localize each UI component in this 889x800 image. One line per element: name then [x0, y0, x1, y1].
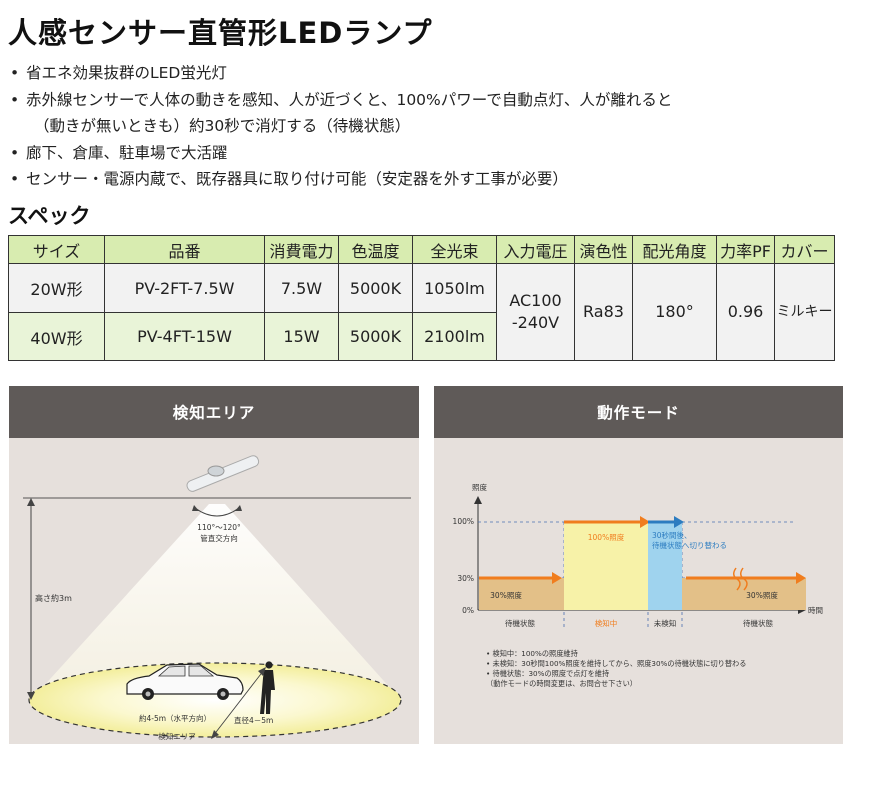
note-line: • 待機状態：30%の照度で点灯を維持 — [486, 669, 609, 678]
detection-diagram: 110°～120° 管直交方向 高さ約3m 約4-5m（水平方向） 直径4－5m… — [23, 455, 411, 741]
feature-text: 省エネ効果抜群のLED蛍光灯 — [26, 64, 227, 82]
mode-panel-title: 動作モード — [434, 386, 843, 438]
standby-block — [682, 578, 806, 610]
undetected-block — [648, 522, 682, 610]
header-cell: サイズ — [8, 235, 105, 264]
tick-label: 100% — [453, 517, 474, 526]
angle-arc — [194, 507, 240, 517]
feature-item: センサー・電源内蔵で、既存器具に取り付け可能（安定器を外す工事が必要） — [10, 166, 672, 193]
state-label: 待機状態 — [743, 618, 773, 628]
diameter-label: 直径4－5m — [234, 715, 273, 725]
voltage-cell: AC100 -240V — [496, 263, 575, 361]
operation-mode-chart: 照度 時間 100% 30% 0% 30%照度 100%照度 30秒間後、 待機… — [453, 482, 823, 688]
spec-heading: スペック — [8, 204, 91, 228]
voltage-line: -240V — [511, 313, 560, 332]
state-label: 未検知 — [654, 618, 677, 628]
detection-cone — [31, 504, 401, 700]
lumens-cell: 2100lm — [412, 312, 497, 361]
table-row: 40W形 PV-4FT-15W 15W 5000K 2100lm — [8, 312, 835, 361]
segment-label: 30%照度 — [490, 590, 522, 600]
spec-table: サイズ 品番 消費電力 色温度 全光束 入力電圧 演色性 配光角度 力率PF カ… — [8, 235, 835, 361]
cover-cell: ミルキー — [774, 263, 835, 361]
standby-block — [479, 578, 564, 610]
break-mark — [740, 567, 748, 591]
detection-panel-title: 検知エリア — [9, 386, 419, 438]
header-cell: 色温度 — [338, 235, 413, 264]
header-cell: 配光角度 — [632, 235, 717, 264]
color-temp-cell: 5000K — [338, 312, 413, 361]
width-label: 約4-5m（水平方向） — [139, 713, 211, 723]
segment-label: 100%照度 — [588, 532, 625, 542]
header-cell: 演色性 — [574, 235, 633, 264]
feature-text: （動きが無いときも）約30秒で消灯する（待機状態） — [34, 117, 411, 135]
size-cell: 20W形 — [8, 263, 105, 313]
note-line: （動作モードの時間変更は、お問合せ下さい） — [486, 679, 637, 688]
spec-header-row: サイズ 品番 消費電力 色温度 全光束 入力電圧 演色性 配光角度 力率PF カ… — [8, 235, 835, 264]
cri-cell: Ra83 — [574, 263, 633, 361]
detection-area-panel: 検知エリア 110°～120° 管直交方向 — [9, 386, 419, 744]
x-axis-label: 時間 — [808, 606, 823, 615]
segment-label: 30%照度 — [746, 590, 778, 600]
area-label: 検知エリア — [158, 731, 196, 741]
header-cell: 力率PF — [716, 235, 775, 264]
segment-label: 30秒間後、 — [652, 530, 692, 540]
feature-text: 廊下、倉庫、駐車場で大活躍 — [26, 143, 228, 162]
header-cell: 消費電力 — [264, 235, 339, 264]
note-line: • 検知中：100%の照度維持 — [486, 649, 578, 658]
beam-angle-cell: 180° — [632, 263, 717, 361]
height-label: 高さ約3m — [35, 593, 72, 603]
model-cell: PV-4FT-15W — [104, 312, 265, 361]
state-label: 検知中 — [595, 618, 618, 628]
feature-text: センサー・電源内蔵で、既存器具に取り付け可能（安定器を外す工事が必要） — [26, 170, 568, 188]
pf-cell: 0.96 — [716, 263, 775, 361]
voltage-line: AC100 — [509, 291, 562, 310]
note-line: • 未検知：30秒間100%照度を維持してから、照度30%の待機状態に切り替わる — [486, 659, 746, 668]
page-title: 人感センサー直管形LEDランプ — [8, 16, 433, 50]
feature-item-continued: （動きが無いときも）約30秒で消灯する（待機状態） — [10, 113, 672, 140]
tick-label: 30% — [457, 574, 474, 583]
feature-list: 省エネ効果抜群のLED蛍光灯 赤外線センサーで人体の動きを感知、人が近づくと、1… — [10, 60, 672, 193]
lumens-cell: 1050lm — [412, 263, 497, 313]
color-temp-cell: 5000K — [338, 263, 413, 313]
power-cell: 15W — [264, 312, 339, 361]
table-row: 20W形 PV-2FT-7.5W 7.5W 5000K 1050lm AC100… — [8, 263, 835, 361]
lamp-icon — [186, 455, 260, 492]
active-block — [564, 522, 648, 610]
operation-mode-panel: 動作モード 照度 時間 100% 30% 0% 30%照度 — [434, 386, 843, 744]
feature-item: 廊下、倉庫、駐車場で大活躍 — [10, 140, 672, 167]
feature-item: 省エネ効果抜群のLED蛍光灯 — [10, 60, 672, 87]
header-cell: 入力電圧 — [496, 235, 575, 264]
feature-item: 赤外線センサーで人体の動きを感知、人が近づくと、100%パワーで自動点灯、人が離… — [10, 87, 672, 114]
angle-label: 110°～120° — [197, 523, 241, 532]
model-cell: PV-2FT-7.5W — [104, 263, 265, 313]
segment-label: 待機状態へ切り替わる — [652, 540, 727, 550]
y-axis-label: 照度 — [472, 482, 487, 492]
car-icon — [126, 663, 244, 700]
feature-text: 赤外線センサーで人体の動きを感知、人が近づくと、100%パワーで自動点灯、人が離… — [26, 90, 673, 109]
tick-label: 0% — [462, 606, 474, 615]
diameter-arrow — [212, 669, 265, 737]
header-cell: 全光束 — [412, 235, 497, 264]
floor-detection-ellipse — [28, 662, 402, 738]
state-label: 待機状態 — [505, 618, 535, 628]
angle-sub-label: 管直交方向 — [200, 533, 238, 543]
power-cell: 7.5W — [264, 263, 339, 313]
person-icon — [260, 661, 275, 714]
header-cell: カバー — [774, 235, 835, 264]
break-mark — [733, 567, 741, 591]
header-cell: 品番 — [104, 235, 265, 264]
size-cell: 40W形 — [8, 312, 105, 361]
